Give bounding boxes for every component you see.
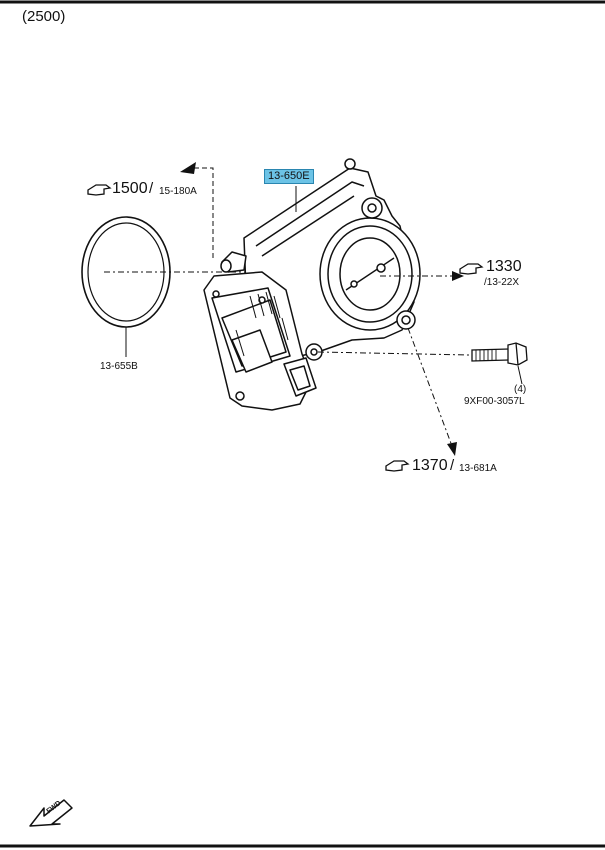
top-ref-number[interactable]: 1500 [112,180,148,197]
pointing-hand-icon [385,460,410,472]
coolant-arrow-head [447,442,457,456]
bolt-dash [317,351,471,356]
bottom-ref-code[interactable]: 13-681A [459,463,497,474]
pointing-hand-icon [87,184,112,196]
vacuum-dash [194,167,214,258]
group-code: (2500) [22,8,66,25]
flange-bolt[interactable] [471,342,528,366]
gasket-part-number[interactable]: 13-655B [100,361,138,372]
actuator-detail [235,291,289,357]
bolt-part-number[interactable]: 9XF00-3057L [464,396,525,407]
bottom-ref-number[interactable]: 1370 [412,457,448,474]
bolt-leader [517,365,523,385]
throttle-body-part-number[interactable]: 13-650E [264,169,314,184]
intake-arrow-head [452,271,464,281]
top-ref-code[interactable]: 15-180A [159,186,197,197]
coolant-dash [407,327,453,447]
vacuum-arrow-head [180,162,196,174]
right-ref-code[interactable]: /13-22X [484,277,520,288]
pointing-hand-icon [459,263,484,275]
bottom-ref-slash: / [450,457,455,474]
front-arrow-icon [29,799,73,827]
bolt-quantity: (4) [514,384,527,395]
top-ref-slash: / [149,180,154,197]
right-ref-number[interactable]: 1330 [486,258,522,275]
